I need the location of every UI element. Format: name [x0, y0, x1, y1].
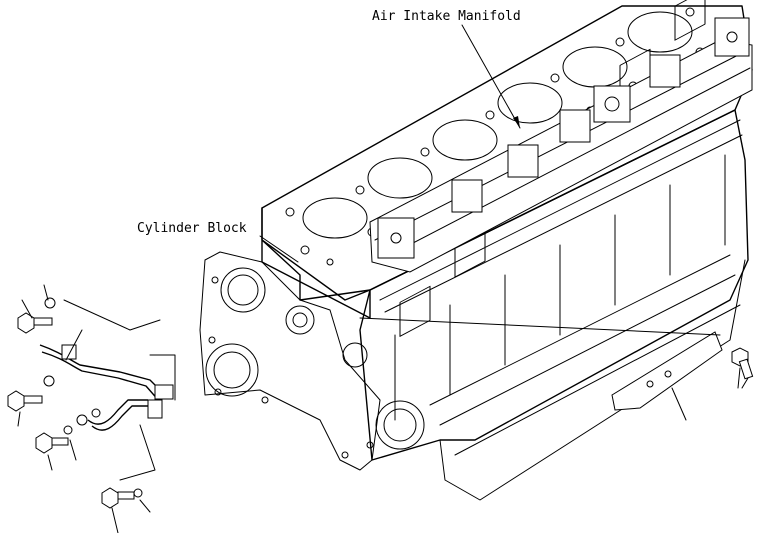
- oil-pipe-assembly: [39, 299, 176, 481]
- front-cover-openings: [199, 251, 425, 471]
- air-intake-manifold: [369, 17, 753, 273]
- pipe-bolts: [7, 297, 143, 509]
- cylinder-block-label: Cylinder Block: [137, 221, 247, 236]
- bracket-callout: [671, 387, 687, 421]
- cylinder-block-callout: Cylinder Block: [137, 221, 299, 263]
- bracket-bolt: [731, 347, 754, 389]
- part-leader-lines: [17, 284, 151, 533]
- side-bracket: [359, 317, 723, 411]
- air-intake-manifold-label: Air Intake Manifold: [372, 9, 521, 24]
- air-intake-manifold-callout: Air Intake Manifold: [372, 9, 521, 129]
- bracket-bolt-callout: [737, 367, 741, 389]
